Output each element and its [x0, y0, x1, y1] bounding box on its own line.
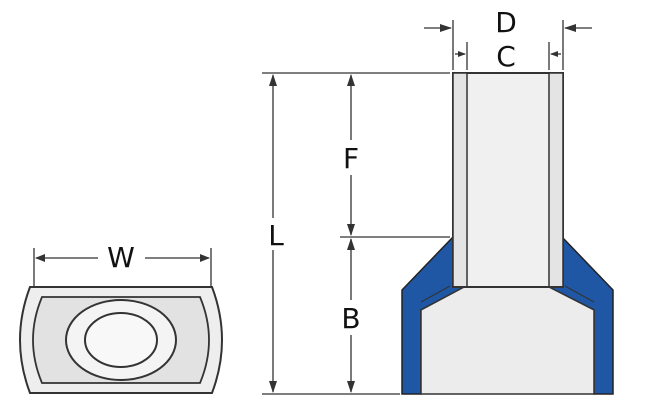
c-label: C: [496, 40, 516, 73]
w-arrow-left: [35, 254, 45, 262]
l-label: L: [268, 219, 284, 252]
collar-inner-line-right: [564, 285, 595, 303]
w-label: W: [107, 241, 135, 274]
d-label: D: [495, 6, 517, 39]
side-view: L F B D C: [262, 6, 614, 395]
l-arrow-top: [269, 74, 277, 86]
f-label: F: [343, 142, 359, 175]
end-view: W: [19, 241, 223, 394]
f-arrow-bottom: [347, 224, 355, 236]
collar-inner-line-left: [420, 285, 451, 303]
d-arrow-right: [564, 24, 576, 32]
c-arrow-left: [458, 51, 466, 57]
metal-tube: [452, 72, 564, 288]
d-arrow-left: [440, 24, 452, 32]
f-arrow-top: [347, 74, 355, 86]
tube-wall-left: [452, 72, 468, 288]
collar-inner-fill: [420, 285, 595, 395]
b-label: B: [341, 302, 360, 335]
b-arrow-bottom: [347, 381, 355, 393]
b-arrow-top: [347, 238, 355, 250]
end-view-inner-ring: [84, 312, 158, 368]
l-arrow-bottom: [269, 381, 277, 393]
w-arrow-right: [200, 254, 210, 262]
tube-wall-right: [548, 72, 564, 288]
c-arrow-right: [550, 51, 558, 57]
